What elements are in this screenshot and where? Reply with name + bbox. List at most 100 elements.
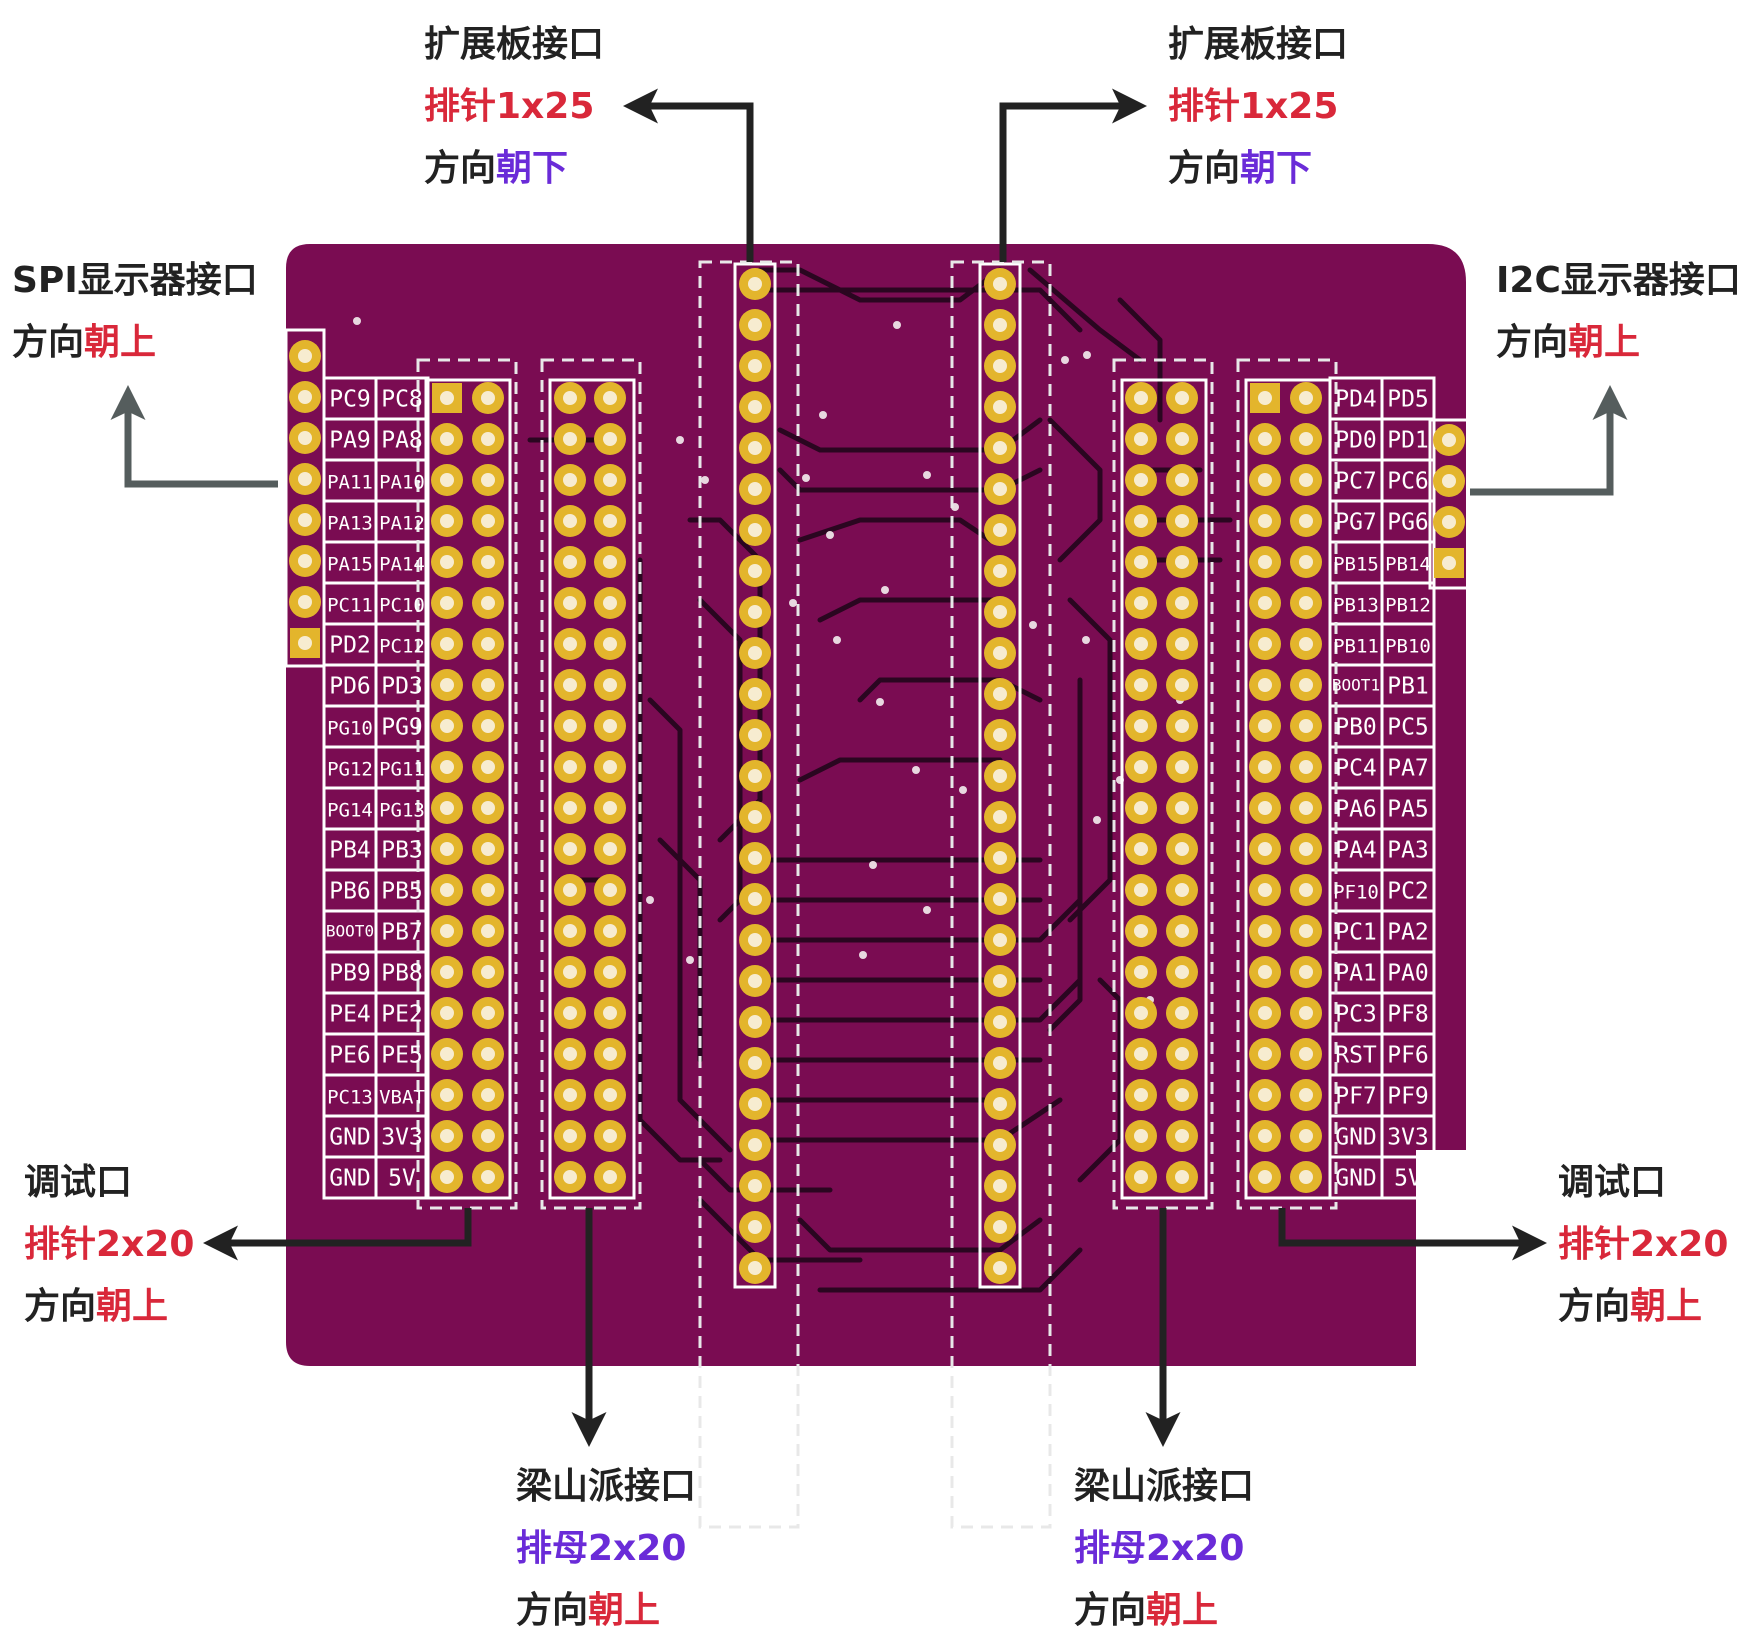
- pin-label: GND: [1335, 1125, 1377, 1151]
- pin-label: PB9: [329, 961, 371, 987]
- pad-hole: [1134, 842, 1148, 856]
- callout-lsp-left: 梁山派接口 排母2x20 方向朝上: [516, 1456, 696, 1642]
- pin-label: PD5: [1387, 387, 1429, 413]
- pad-hole: [1175, 801, 1189, 815]
- pad-hole: [1299, 719, 1313, 733]
- pad-hole: [603, 596, 617, 610]
- pin-label: PC2: [1387, 879, 1429, 905]
- pad-hole: [993, 687, 1007, 701]
- pad-hole: [603, 391, 617, 405]
- pin-label: PA13: [327, 513, 373, 535]
- pad-hole: [1134, 473, 1148, 487]
- callout-direction: 方向朝上: [24, 1286, 169, 1327]
- pin-label: PC13: [327, 1087, 373, 1109]
- pad-hole: [1175, 842, 1189, 856]
- pad-hole: [993, 646, 1007, 660]
- pad-hole: [298, 595, 312, 609]
- pad-hole: [748, 769, 762, 783]
- pad-hole: [481, 842, 495, 856]
- pin-label: PA0: [1387, 961, 1429, 987]
- callout-title: SPI显示器接口: [12, 260, 258, 301]
- pin-label: PG10: [327, 718, 373, 740]
- pad-hole: [1134, 719, 1148, 733]
- callout-expansion-right: 扩展板接口 排针1x25 方向朝下: [1168, 14, 1348, 200]
- pad-hole: [1258, 1129, 1272, 1143]
- pad-hole: [563, 637, 577, 651]
- pad-hole: [1299, 678, 1313, 692]
- pad-hole: [298, 349, 312, 363]
- pin-label: PA2: [1387, 920, 1429, 946]
- via: [912, 766, 920, 774]
- pad-hole: [603, 801, 617, 815]
- pad-hole: [481, 514, 495, 528]
- callout-i2c-display: I2C显示器接口 方向朝上: [1496, 250, 1740, 374]
- pad-hole: [481, 760, 495, 774]
- pin-label: GND: [329, 1166, 371, 1192]
- callout-debug-left: 调试口 排针2x20 方向朝上: [24, 1152, 194, 1338]
- pad-hole: [603, 760, 617, 774]
- pad-hole: [563, 1047, 577, 1061]
- callout-direction: 方向朝下: [1168, 148, 1313, 189]
- pad-hole: [603, 432, 617, 446]
- header-silk-outline: [1120, 378, 1208, 1200]
- pad-hole: [481, 391, 495, 405]
- callout-type: 排针1x25: [424, 86, 595, 127]
- header-outline: [1236, 358, 1338, 1210]
- callout-type: 排母2x20: [1074, 1528, 1245, 1569]
- pad-hole: [563, 678, 577, 692]
- pad-hole: [440, 719, 454, 733]
- callout-type: 排针2x20: [1558, 1224, 1729, 1265]
- pad-hole: [440, 1006, 454, 1020]
- pad-hole: [993, 728, 1007, 742]
- pad-hole: [993, 933, 1007, 947]
- pad-hole: [1175, 1006, 1189, 1020]
- callout-direction: 方向朝下: [424, 148, 569, 189]
- pad-hole: [993, 1097, 1007, 1111]
- pad-hole: [1175, 432, 1189, 446]
- callout-direction: 方向朝上: [12, 322, 157, 363]
- pad-hole: [748, 646, 762, 660]
- pad-hole: [748, 974, 762, 988]
- pad-hole: [481, 1129, 495, 1143]
- pad-hole: [1175, 719, 1189, 733]
- via: [686, 956, 694, 964]
- pin-label: PC7: [1335, 469, 1377, 495]
- pad-hole: [1134, 965, 1148, 979]
- pin-label: PB5: [381, 879, 423, 905]
- via: [1029, 621, 1037, 629]
- pad-hole: [603, 883, 617, 897]
- pad-hole: [993, 482, 1007, 496]
- pad-hole: [1134, 1129, 1148, 1143]
- callout-title: 扩展板接口: [424, 24, 605, 65]
- pin-label: PA14: [379, 554, 425, 576]
- pad-hole: [1175, 637, 1189, 651]
- pad-hole: [440, 924, 454, 938]
- pin-label: PA10: [379, 472, 425, 494]
- via: [869, 861, 877, 869]
- pad-hole: [603, 1088, 617, 1102]
- pin-label: PE6: [329, 1043, 371, 1069]
- header-outline: [416, 358, 518, 1210]
- pad-hole: [748, 851, 762, 865]
- copper-trace: [1027, 267, 1143, 363]
- pad-hole: [563, 760, 577, 774]
- pad-hole: [603, 1170, 617, 1184]
- pad-hole: [748, 810, 762, 824]
- pad-hole: [1175, 514, 1189, 528]
- callout-arrows: [110, 88, 1628, 1447]
- pad-hole: [440, 596, 454, 610]
- pad-hole: [748, 277, 762, 291]
- callout-lsp-right: 梁山派接口 排母2x20 方向朝上: [1074, 1456, 1254, 1642]
- pad-hole: [440, 1047, 454, 1061]
- pin-label: PG11: [379, 759, 425, 781]
- pad-hole: [440, 760, 454, 774]
- pad-hole: [1175, 1129, 1189, 1143]
- pin-label: PC5: [1387, 715, 1429, 741]
- pin-label: PG12: [327, 759, 373, 781]
- header-silk-outline: [548, 378, 636, 1200]
- pad-hole: [298, 554, 312, 568]
- callout-title: 扩展板接口: [1168, 24, 1349, 65]
- pad-hole: [1175, 924, 1189, 938]
- pin-label: PC3: [1335, 1002, 1377, 1028]
- callout-type: 排针2x20: [24, 1224, 195, 1265]
